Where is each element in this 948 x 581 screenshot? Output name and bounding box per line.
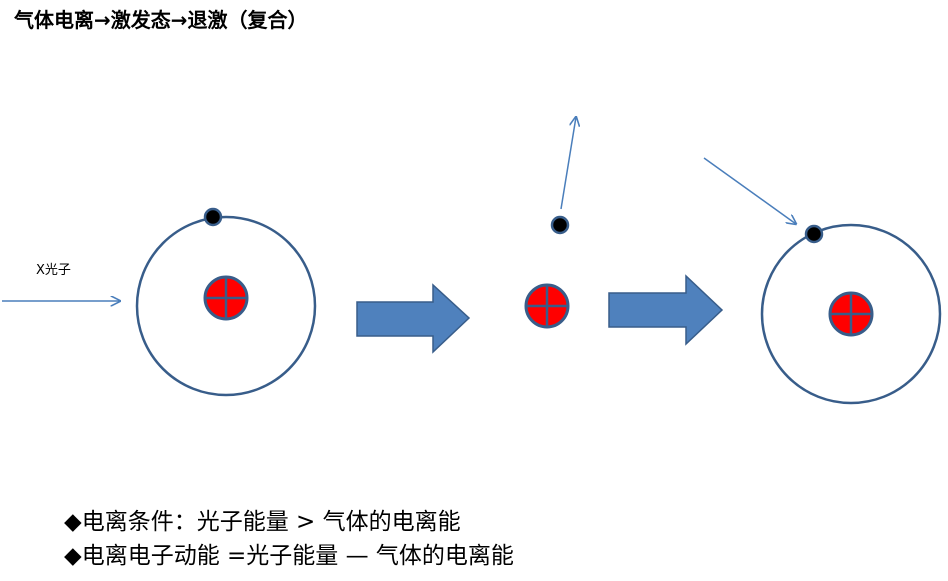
electron-orbit	[760, 223, 942, 405]
photon-label: X光子	[36, 263, 71, 278]
electron	[203, 207, 223, 227]
atom-ionized	[524, 117, 576, 329]
note-ionization-condition: ◆电离条件：光子能量 > 气体的电离能	[64, 509, 461, 535]
electron	[804, 224, 824, 244]
note-electron-energy: ◆电离电子动能 =光子能量 — 气体的电离能	[64, 543, 514, 569]
process-arrow-2	[608, 274, 724, 346]
electron-orbit	[135, 215, 317, 397]
diagram-title: 气体电离→激发态→退激（复合）	[14, 8, 308, 32]
electron-escape-arrow	[560, 117, 576, 210]
atom-neutral	[135, 207, 317, 397]
electron-capture-arrow	[703, 157, 796, 224]
nucleus	[203, 275, 249, 321]
atom-recombined	[703, 157, 942, 405]
nucleus	[828, 291, 874, 337]
free-electron	[550, 215, 570, 235]
process-arrow-1	[356, 283, 471, 354]
nucleus	[524, 283, 570, 329]
